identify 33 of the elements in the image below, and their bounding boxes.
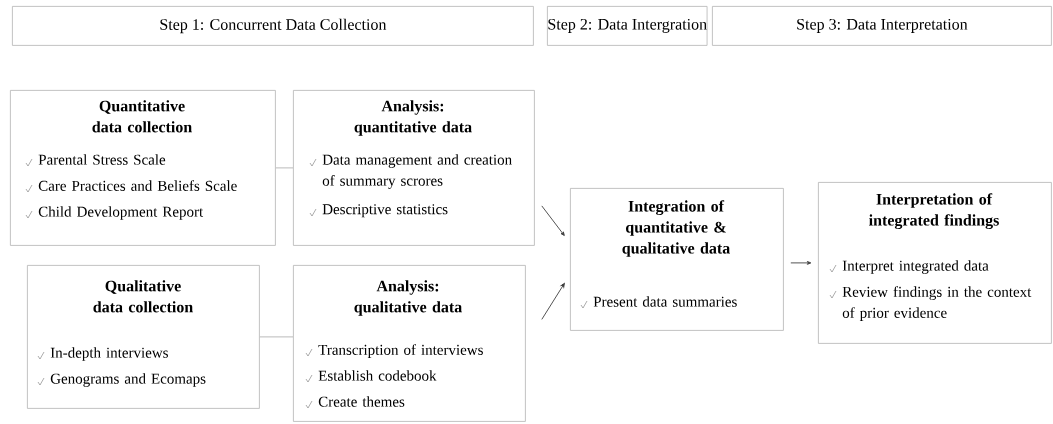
process-box: [818, 182, 1052, 344]
box-heading: Interpretation of integrated findings: [869, 193, 999, 229]
bullet-item: Establish codebook: [305, 370, 437, 383]
step-header: Step 2: Data Intergration: [547, 6, 708, 46]
bullet-item: Parental Stress Scale: [25, 154, 166, 167]
step-header: Step 1: Concurrent Data Collection: [12, 6, 534, 46]
process-box: [570, 188, 784, 331]
connector-line: [259, 336, 294, 338]
box-heading: Analysis: qualitative data: [354, 280, 462, 316]
arrow: [790, 261, 812, 265]
bullet-item: Genograms and Ecomaps: [37, 373, 206, 387]
box-heading: Integration of quantitative & qualitative data: [622, 200, 730, 257]
bullet-item: Care Practices and Beliefs Scale: [25, 180, 237, 193]
bullet-item: Interpret integrated data: [829, 260, 989, 274]
bullet-item: Child Development Report: [25, 206, 204, 220]
bullet-item: In-depth interviews: [37, 347, 168, 361]
process-box: [10, 90, 276, 246]
bullet-item: Descriptive statistics: [309, 204, 448, 218]
process-box: [293, 90, 535, 246]
process-box: [27, 265, 260, 409]
arrow: [541, 205, 565, 236]
box-heading: Qualitative data collection: [93, 280, 193, 313]
bullet-item: Data management and creation of summary scrores: [309, 154, 512, 189]
bullet-item: Transcription of interviews: [305, 344, 483, 358]
connector-line: [275, 167, 294, 169]
box-heading: Quantitative data collection: [92, 100, 192, 133]
arrow: [541, 282, 565, 320]
bullet-item: Present data summaries: [580, 296, 737, 309]
process-box: [293, 265, 526, 422]
box-heading: Analysis: quantitative data: [354, 100, 472, 136]
step-header: Step 3: Data Interpretation: [712, 6, 1052, 46]
bullet-item: Review findings in the context of prior evidence: [829, 286, 1032, 321]
bullet-item: Create themes: [305, 396, 405, 409]
